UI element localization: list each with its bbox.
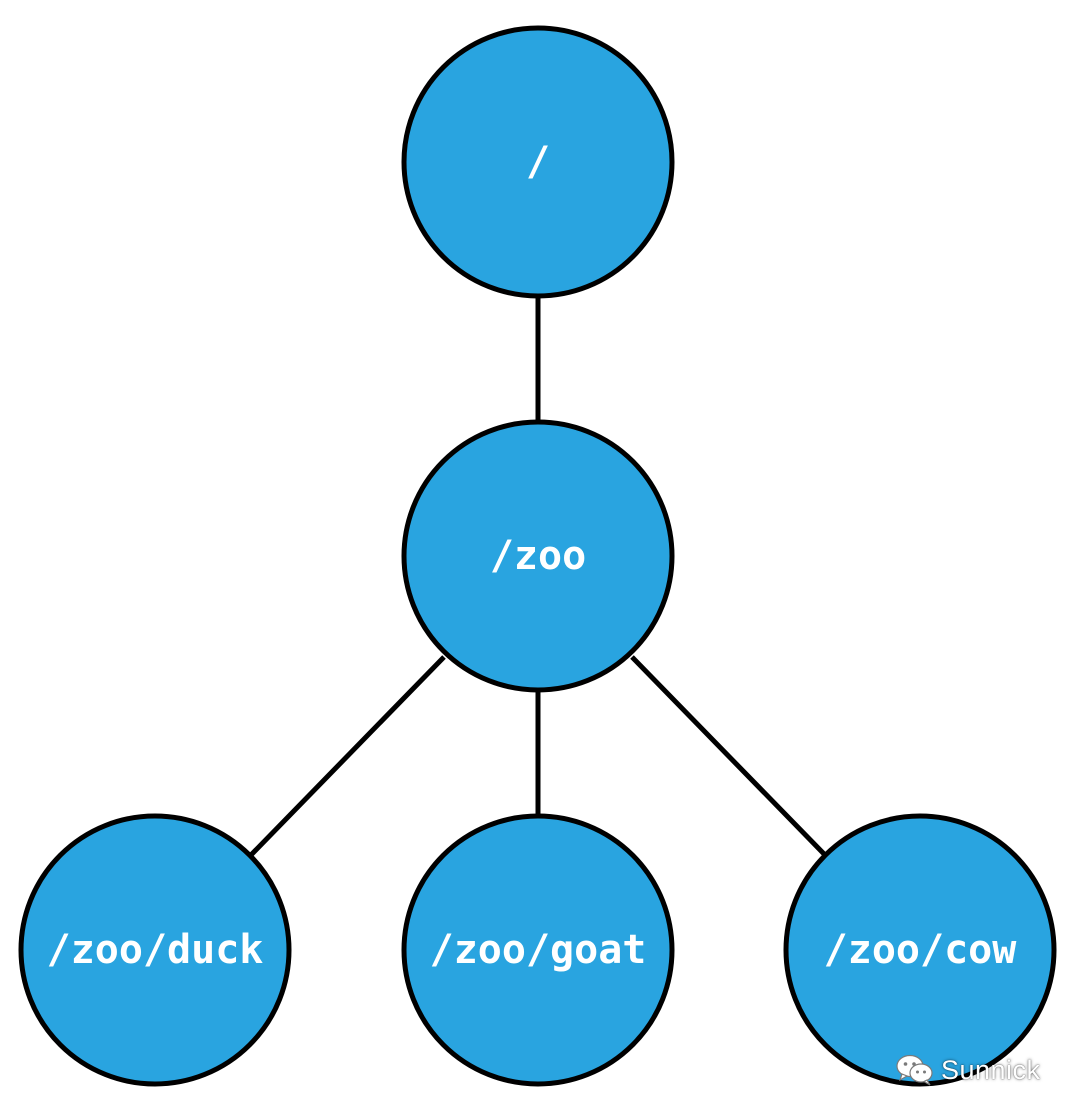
- node-zoo-circle: [401, 419, 675, 693]
- node-duck-label: /zoo/duck: [47, 927, 264, 973]
- node-duck: /zoo/duck: [18, 813, 292, 1087]
- node-root-label: /: [526, 139, 550, 185]
- watermark-text: Sunnick: [941, 1054, 1041, 1085]
- edge-zoo-duck: [248, 655, 446, 858]
- node-root: /: [401, 25, 675, 299]
- edge-zoo-cow: [630, 655, 828, 858]
- node-cow: /zoo/cow: [783, 813, 1057, 1087]
- node-root-circle: [401, 25, 675, 299]
- watermark: Sunnick: [895, 1046, 1041, 1094]
- node-cow-circle: [783, 813, 1057, 1087]
- node-goat-circle: [401, 813, 675, 1087]
- node-duck-circle: [18, 813, 292, 1087]
- node-goat: /zoo/goat: [401, 813, 675, 1087]
- wechat-icon: [896, 1054, 933, 1086]
- node-zoo: /zoo: [401, 419, 675, 693]
- node-cow-label: /zoo/cow: [824, 927, 1018, 973]
- node-goat-label: /zoo/goat: [430, 927, 647, 973]
- node-zoo-label: /zoo: [490, 533, 586, 579]
